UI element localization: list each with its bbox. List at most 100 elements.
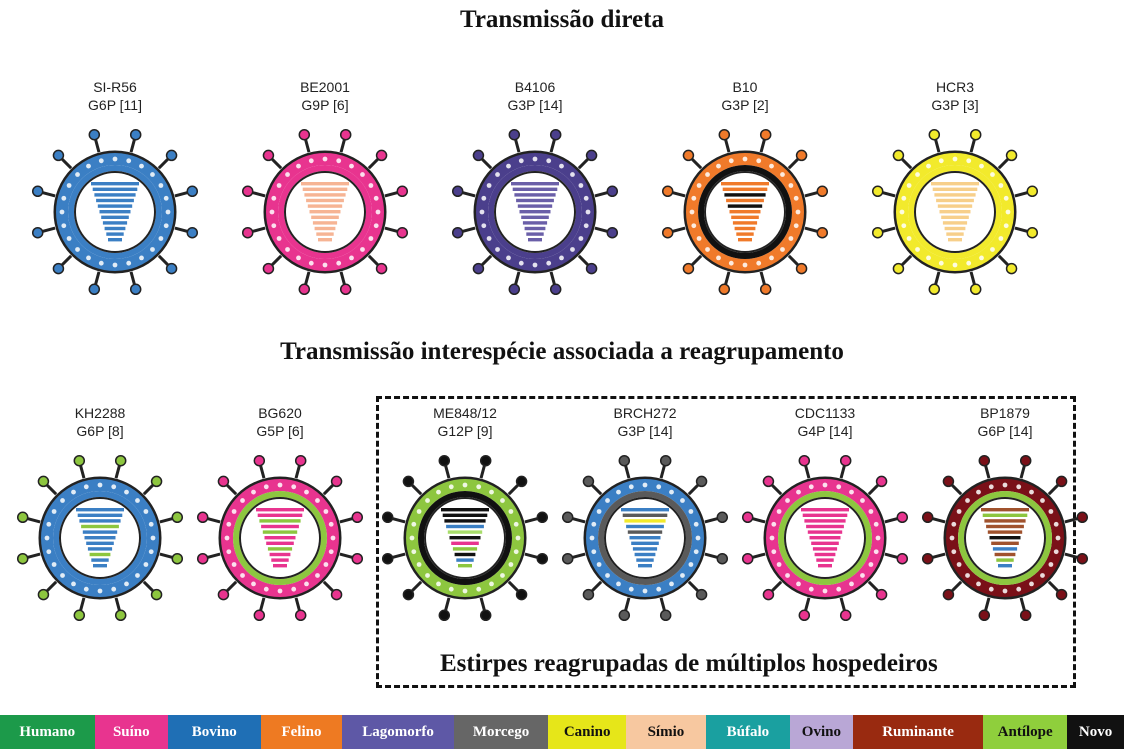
virion-illustration (31, 128, 199, 296)
spike-tip (718, 283, 731, 296)
spike-tip (659, 454, 672, 467)
genome-segment (104, 226, 126, 231)
genome-segment (726, 198, 764, 203)
capsomere (135, 498, 140, 503)
capsomere (277, 482, 283, 488)
spike-tip (741, 511, 754, 524)
genome-segment (304, 193, 346, 197)
capsomere (849, 489, 854, 495)
spike-tip (298, 128, 311, 141)
capsomere (271, 195, 277, 201)
capsomere (479, 209, 485, 215)
capsomere (696, 236, 702, 241)
spike-tip (561, 552, 574, 565)
capsomere (476, 484, 482, 490)
capsomere (411, 521, 417, 527)
genome-segment (269, 552, 291, 557)
capsomere (990, 172, 995, 177)
capsomere (628, 484, 634, 490)
capsomere (915, 247, 920, 252)
capsomere (1003, 223, 1009, 229)
capsomere (696, 183, 702, 188)
spike-tip (892, 149, 905, 162)
spike-tip (472, 262, 485, 275)
strain-name: BG620 (258, 405, 302, 421)
capsomere (83, 586, 89, 592)
genome-segment (802, 513, 848, 517)
spike-tip (585, 149, 598, 162)
capsomere (139, 163, 144, 169)
spike-tip (606, 226, 619, 239)
spike-tip (165, 262, 178, 275)
capsomere (926, 255, 931, 261)
capsomere (793, 223, 799, 229)
genome-segment (811, 541, 839, 545)
spike-tip (88, 128, 101, 141)
genome-segment (626, 524, 664, 529)
genome-segment (986, 524, 1024, 529)
capsomere (448, 484, 454, 490)
capsomere (315, 498, 320, 503)
capsomere (163, 223, 169, 229)
capsomere (489, 581, 494, 587)
capsomere (165, 209, 171, 215)
genome-segment (267, 547, 293, 551)
genome-segment (981, 508, 1029, 512)
spike-tip (150, 588, 163, 601)
legend-item-novo: Novo (1067, 715, 1124, 749)
capsomere (998, 236, 1004, 241)
strain-name: SI-R56 (93, 79, 137, 95)
capsomere (44, 535, 50, 541)
capsomere (368, 236, 374, 241)
capsomere (86, 163, 91, 169)
spike-tip (661, 185, 674, 198)
strain-genotype: G6P [14] (977, 423, 1033, 439)
capsomere (112, 156, 118, 162)
genome-segment (519, 210, 551, 214)
legend-item-felino: Felino (260, 715, 343, 749)
capsomere (163, 195, 169, 201)
outer-capsid-edge (683, 150, 807, 274)
genome-segment (734, 226, 756, 231)
genome-segment (89, 552, 111, 557)
capsomere (240, 573, 245, 578)
capsomere (368, 183, 374, 188)
spike-tip (582, 475, 595, 488)
genome-segment (627, 530, 663, 534)
genome-segment (306, 198, 344, 203)
spike-tip (129, 128, 142, 141)
capsomere (570, 172, 575, 177)
spike-tip (375, 149, 388, 162)
capsomere (899, 209, 905, 215)
capsomere (642, 482, 648, 488)
spike-tip (196, 511, 209, 524)
capsomere (642, 588, 648, 594)
genome-segment (807, 530, 843, 534)
capsomere (315, 573, 320, 578)
outer-capsid-edge (403, 476, 527, 600)
spike-tip (171, 552, 184, 565)
genome-segment (621, 508, 669, 512)
strain-genotype: G5P [6] (256, 423, 304, 439)
capsomere (75, 247, 80, 252)
capsomere (373, 195, 379, 201)
spike-tip (549, 128, 562, 141)
capsomere (330, 535, 336, 541)
genome-segment (91, 182, 139, 186)
spike-tip (114, 609, 127, 622)
genome-segment (456, 558, 474, 562)
spike-tip (262, 262, 275, 275)
spike-tip (1005, 262, 1018, 275)
capsomere (860, 573, 865, 578)
genome-segment (526, 232, 544, 236)
capsomere (795, 209, 801, 215)
genome-segment (273, 564, 287, 568)
spike-tip (969, 128, 982, 141)
strain-genotype: G6P [11] (88, 97, 142, 113)
capsomere (901, 223, 907, 229)
spike-tip (129, 283, 142, 296)
spike-tip (451, 226, 464, 239)
capsomere (1048, 509, 1054, 514)
